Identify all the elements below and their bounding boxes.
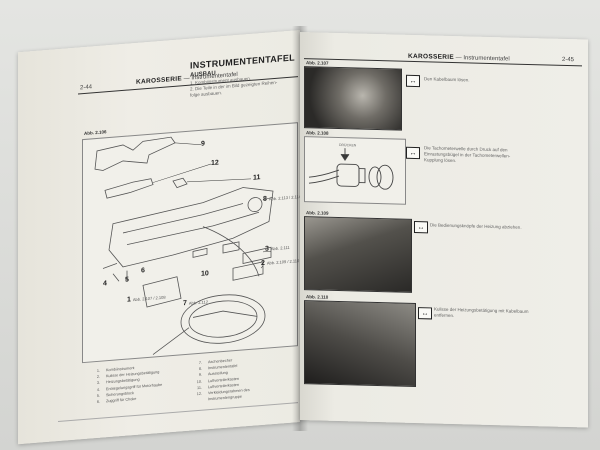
callout-4: 4 [103, 280, 107, 288]
photo-heater-control-panel [304, 300, 416, 388]
figure-label-2-108: Abb. 2.108 [306, 130, 329, 136]
step-caption: Die Tachometerwelle durch Druck auf den … [424, 145, 511, 164]
right-section-title: KAROSSERIE [408, 52, 454, 62]
diagram-label-druecken: DRÜCKEN [339, 143, 357, 148]
step-caption: Den Kabelbaum lösen. [424, 76, 470, 83]
dashboard-exploded-view [94, 136, 274, 355]
callout-3-ref: Abb. 2.111 [270, 244, 290, 252]
callout-6: 6 [141, 267, 145, 275]
callout-9: 9 [201, 140, 205, 148]
figure-label-2-107: Abb. 2.107 [306, 60, 329, 66]
disconnect-arrows-icon: ↔ [414, 220, 428, 234]
right-section-subtitle: Instrumententafel [463, 55, 510, 63]
disconnect-arrows-icon: ↔ [418, 307, 432, 320]
legend-right-column: 7.Aschenbecher 8.Instrumententafel 9.Aus… [190, 356, 250, 404]
callout-7-ref: Abb. 2.112 [188, 299, 208, 306]
left-page: 2-44 KAROSSERIE — Instrumententafel INST… [18, 30, 301, 445]
cable-coupling-drawing [308, 148, 394, 190]
right-page-number: 2-45 [562, 56, 575, 64]
photo-heater-knobs [304, 216, 412, 293]
figure-label: Abb. 2.106 [84, 129, 107, 136]
figure-label-2-109: Abb. 2.109 [306, 210, 329, 216]
figure-label-2-110: Abb. 2.110 [306, 294, 329, 300]
disconnect-arrows-icon: ↔ [406, 74, 420, 88]
speedometer-cable-diagram: DRÜCKEN [304, 136, 406, 205]
disconnect-arrows-icon: ↔ [406, 146, 420, 160]
callout-10: 10 [201, 270, 209, 278]
photo-instrument-cluster [304, 66, 402, 131]
left-page-number: 2-44 [80, 84, 93, 92]
page-title: INSTRUMENTENTAFEL [190, 52, 295, 71]
callout-5: 5 [125, 276, 129, 284]
exploded-diagram: 9 12 11 8 Abb. 2.113 / 2.114 3 Abb. 2.11… [82, 122, 301, 364]
callout-12: 12 [211, 159, 219, 168]
callout-11: 11 [253, 174, 261, 182]
right-page: KAROSSERIE — Instrumententafel 2-45 Abb.… [300, 32, 588, 428]
legend-left-column: 1.Kombiinstrument 2.Kulisse der Heizungs… [88, 363, 162, 406]
left-section-title: KAROSSERIE [136, 75, 182, 86]
step-caption: Kulisse der Heizungsbetätigung mit Kabel… [434, 306, 529, 319]
step-caption: Die Bedienungsknöpfe der Heizung abziehe… [430, 222, 522, 230]
